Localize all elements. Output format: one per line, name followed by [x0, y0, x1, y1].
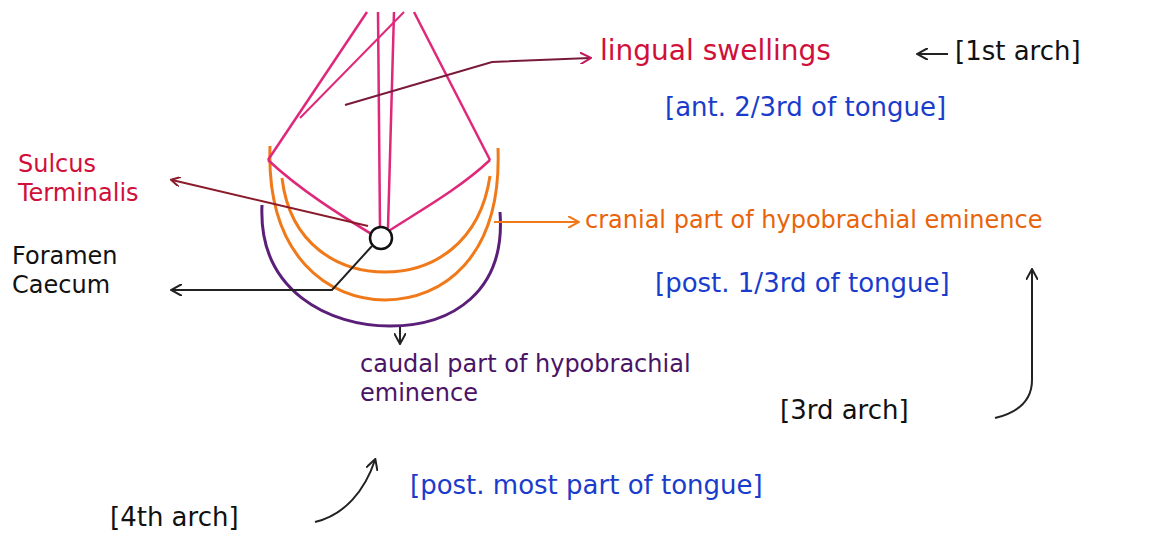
leader-line — [494, 221, 578, 223]
leader-line — [172, 180, 368, 226]
leader-line — [172, 246, 372, 290]
arch-label: [3rd arch] — [780, 395, 909, 426]
part-label: caudal part of hypobrachial eminence — [360, 350, 700, 408]
lingual-swelling-line — [414, 12, 490, 160]
median-line — [378, 12, 380, 228]
region-note: [ant. 2/3rd of tongue] — [665, 92, 946, 123]
cranial-eminence-outline — [270, 146, 498, 300]
arch-label: [4th arch] — [110, 502, 239, 533]
arch-label: [1st arch] — [955, 36, 1081, 67]
part-label: cranial part of hypobrachial eminence — [585, 206, 1042, 235]
leader-line — [399, 327, 401, 343]
region-note: [post. most part of tongue] — [410, 470, 763, 501]
pointer-arrow — [995, 270, 1032, 418]
pointer-arrow — [918, 53, 948, 55]
part-label: Foramen Caecum — [12, 242, 152, 300]
leader-line — [345, 58, 590, 105]
pointer-arrow — [315, 460, 375, 522]
part-label: Sulcus Terminalis — [18, 150, 188, 208]
cranial-eminence-inner-line — [282, 176, 490, 272]
region-note: [post. 1/3rd of tongue] — [655, 268, 950, 299]
lingual-swelling-line — [268, 12, 367, 160]
median-line — [388, 12, 394, 228]
foramen-caecum-circle — [370, 227, 392, 249]
part-label: lingual swellings — [600, 34, 831, 68]
